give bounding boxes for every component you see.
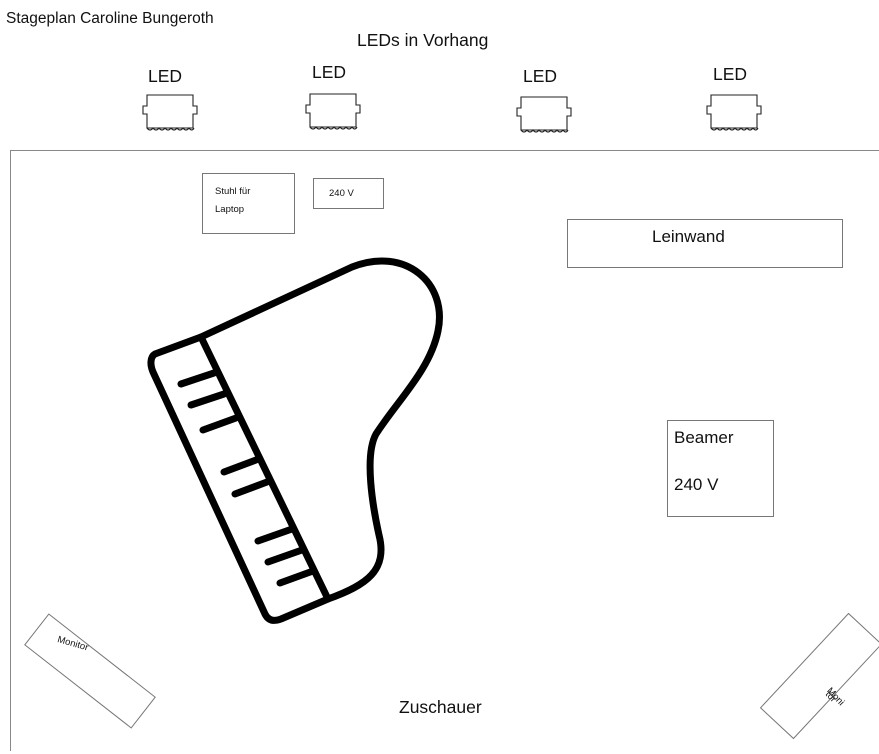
projection-screen: Leinwand — [567, 219, 843, 268]
led-fixture-icon — [516, 96, 572, 133]
led-label: LED — [713, 64, 748, 84]
stage-area — [10, 150, 879, 751]
grand-piano-icon — [147, 257, 443, 624]
led-fixture-icon — [706, 94, 762, 131]
laptop-chair: Stuhl für Laptop — [202, 173, 295, 234]
led-label: LED — [523, 66, 558, 86]
led-fixtures — [142, 93, 762, 133]
curtain-label: LEDs in Vorhang — [357, 30, 489, 50]
beamer-label: Beamer — [674, 428, 734, 447]
page-title: Stageplan Caroline Bungeroth — [6, 10, 214, 27]
led-label: LED — [148, 66, 183, 86]
screen-label: Leinwand — [652, 227, 725, 246]
power-outlet: 240 V — [313, 178, 384, 209]
beamer: Beamer 240 V — [667, 420, 774, 517]
chair-label-line1: Stuhl für — [215, 186, 251, 197]
led-label: LED — [312, 62, 347, 82]
audience-label: Zuschauer — [399, 697, 482, 717]
chair-label-line2: Laptop — [215, 204, 245, 215]
power-outlet-label: 240 V — [329, 188, 354, 199]
led-fixture-icon — [142, 94, 198, 131]
beamer-power-label: 240 V — [674, 475, 719, 494]
led-fixture-icon — [305, 93, 361, 130]
